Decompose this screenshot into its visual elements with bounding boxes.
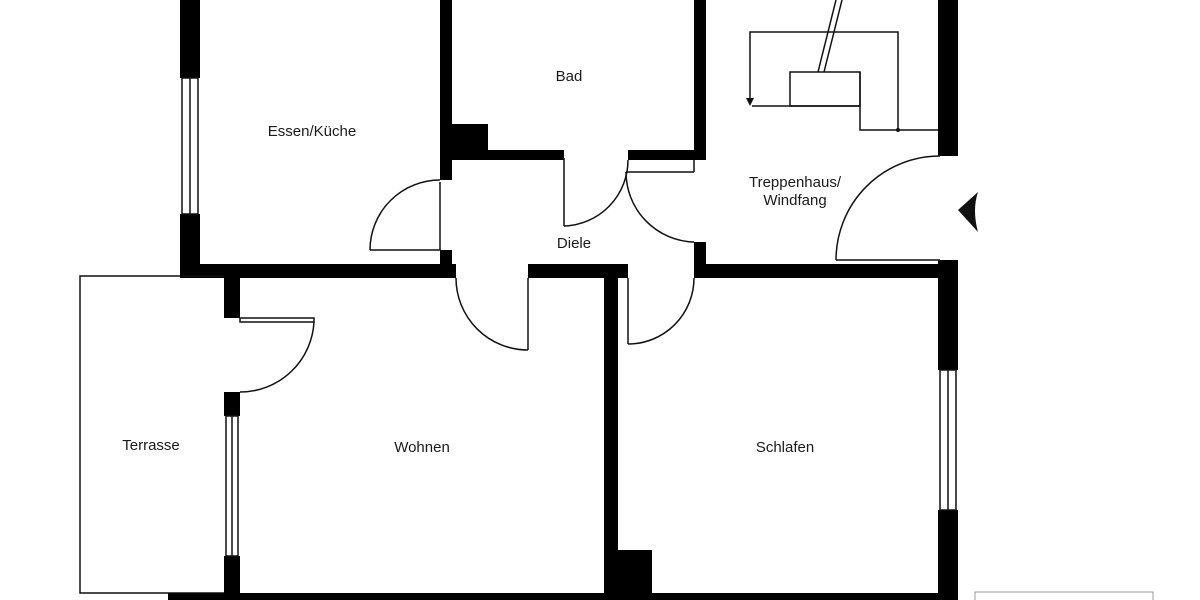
door-terrace (239, 317, 315, 393)
label-treppenhaus-line2: Windfang (763, 192, 826, 209)
wall-wohnen-left-lower (224, 556, 240, 600)
wall-schlafen-right-upper (938, 260, 958, 370)
legend-box-edge (974, 591, 1154, 600)
door-schlafen (627, 277, 695, 345)
label-essen-kueche: Essen/Küche (268, 123, 356, 140)
wall-kitchen-bottom (180, 264, 456, 278)
wall-wohnen-left-mid (224, 392, 240, 416)
label-wohnen: Wohnen (394, 439, 450, 456)
door-entry (835, 155, 941, 261)
label-treppenhaus-line1: Treppenhaus/ (749, 174, 842, 191)
label-bad: Bad (556, 68, 583, 85)
windows (181, 77, 957, 557)
label-terrasse: Terrasse (122, 437, 180, 454)
label-schlafen: Schlafen (756, 439, 814, 456)
door-kitchen (369, 179, 441, 251)
wall-schlafen-right-lower (938, 510, 958, 600)
stairs (746, 0, 938, 132)
walls (168, 0, 958, 600)
wall-bath-bottom-left (452, 150, 564, 160)
wall-kitchen-bath (440, 0, 452, 180)
wall-diele-bottom-mid (528, 264, 628, 278)
wall-bottom (168, 593, 958, 600)
wall-wohnen-left-upper (224, 278, 240, 318)
door-wohnen (455, 277, 529, 351)
door-bath (563, 158, 629, 227)
wall-wohnen-schlafen (604, 278, 618, 600)
wall-bath-stair (694, 0, 706, 160)
wall-bath-bottom-right (628, 150, 696, 160)
doors (239, 155, 941, 393)
wall-kitchen-left-upper (180, 0, 200, 78)
wall-pillar-bottom (616, 550, 652, 600)
wall-schlafen-top (694, 264, 958, 278)
door-stair-diele (625, 160, 695, 243)
entry-arrow-icon (958, 192, 978, 232)
label-diele: Diele (557, 235, 591, 252)
wall-stair-right (938, 0, 958, 156)
wall-kitchen-left-lower (180, 214, 200, 276)
terrasse-outline (79, 275, 224, 594)
